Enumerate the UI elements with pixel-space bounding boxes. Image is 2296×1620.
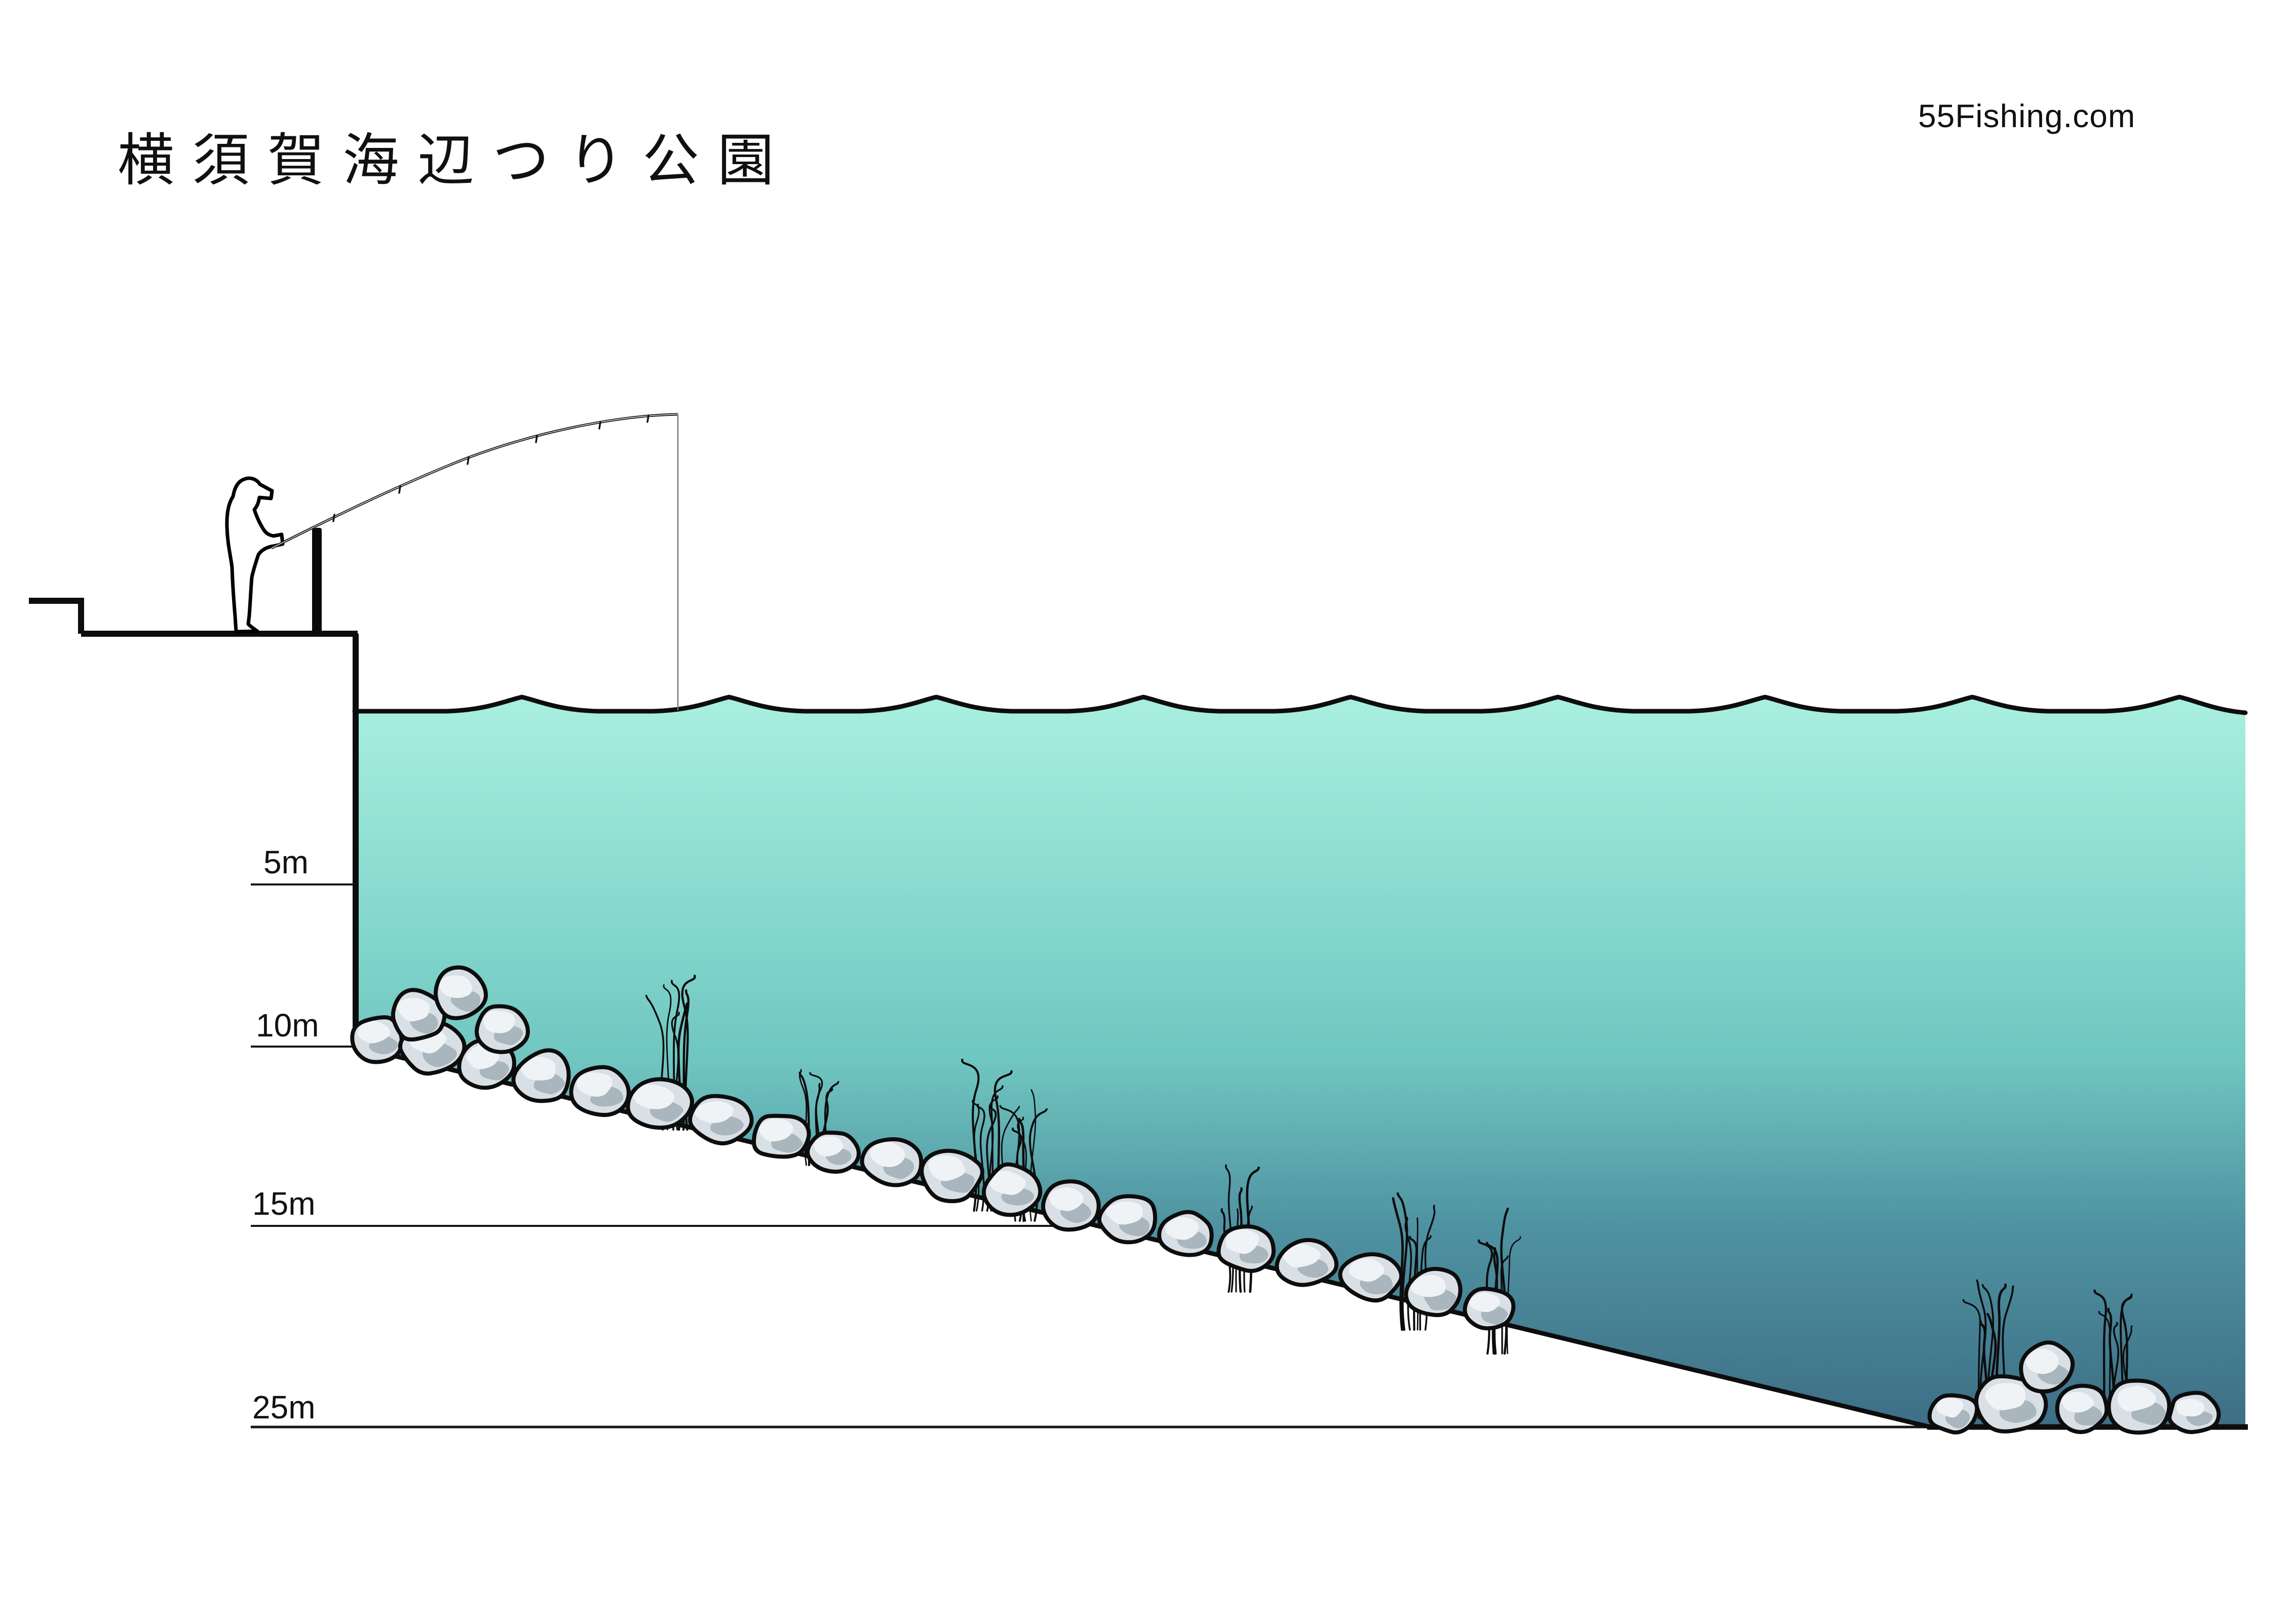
angler: [225, 476, 285, 634]
depth-label-5m: 5m: [263, 844, 309, 880]
rock: [860, 1137, 924, 1187]
rock: [626, 1077, 694, 1130]
page-title: 横須賀海辺つり公園: [118, 129, 792, 192]
rock: [2107, 1378, 2171, 1435]
rock: [1097, 1194, 1158, 1245]
rock: [1974, 1374, 2048, 1434]
rock: [2167, 1391, 2221, 1434]
rock: [2019, 1340, 2075, 1394]
rock: [1041, 1179, 1101, 1232]
rock: [2055, 1383, 2109, 1434]
brand-watermark: 55Fishing.com: [1918, 98, 2136, 134]
pier-structure: [29, 528, 358, 637]
seaweed-strand: [1500, 1255, 1509, 1355]
water-fill: [355, 697, 2245, 1427]
depth-label-15m: 15m: [252, 1185, 316, 1222]
rock: [806, 1130, 861, 1174]
rock: [569, 1065, 631, 1117]
rock: [1216, 1224, 1276, 1273]
rock: [350, 1015, 404, 1064]
rocks-group: [350, 965, 2221, 1435]
railing-post: [312, 528, 322, 634]
rock: [474, 1004, 530, 1054]
rod-guide: [332, 514, 335, 522]
rock: [511, 1048, 571, 1103]
rock: [981, 1162, 1043, 1217]
pier-curb: [29, 598, 84, 634]
rock: [1338, 1252, 1404, 1303]
rock: [1463, 1287, 1516, 1331]
rock: [752, 1113, 811, 1159]
depth-scale: 5m 10m 15m 25m: [251, 844, 1931, 1429]
rock: [920, 1148, 984, 1204]
depth-label-25m: 25m: [252, 1389, 316, 1425]
rod-guide: [467, 456, 470, 465]
rod-guide: [598, 421, 601, 430]
rock: [434, 965, 488, 1020]
rod-guide: [398, 485, 401, 494]
seaweed-strand: [2093, 1289, 2108, 1417]
rock: [1404, 1266, 1463, 1317]
rock: [1275, 1238, 1338, 1287]
seaweed-strand: [1506, 1236, 1521, 1355]
rod-blank: [271, 413, 678, 550]
rod-guide: [646, 414, 649, 423]
rock: [1927, 1393, 1979, 1435]
rod-highlight: [271, 414, 678, 549]
angler-silhouette: [225, 476, 285, 634]
rock: [1157, 1210, 1214, 1257]
seaweed-strand: [1396, 1192, 1408, 1331]
seaweed-strand: [1220, 1208, 1232, 1293]
fishing-rod: [271, 413, 678, 550]
water-surface-waves: [352, 695, 2248, 715]
depth-label-10m: 10m: [256, 1007, 319, 1044]
water-body: [355, 697, 2245, 1427]
rock: [688, 1094, 754, 1146]
seaweed-strand: [1392, 1197, 1404, 1331]
rod-guide: [535, 435, 538, 443]
